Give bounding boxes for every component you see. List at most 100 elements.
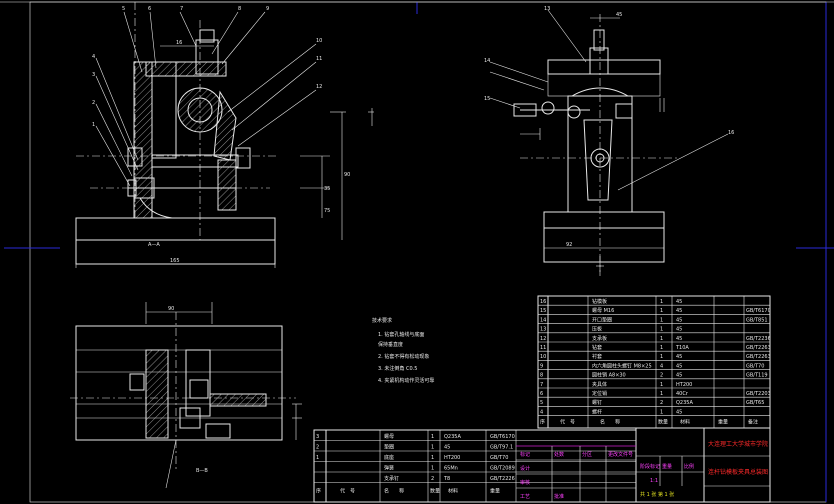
parts-row-qty: 2	[660, 373, 663, 379]
parts-row-name: 螺杆	[592, 408, 602, 415]
parts-row-name: 螺钉	[592, 399, 602, 406]
parts-row-qty: 1	[660, 345, 663, 351]
title-sheet: 共 1 张 第 1 张	[640, 491, 674, 498]
parts-row-std: GB/T2263	[746, 345, 771, 351]
parts-row-mat: 45	[676, 409, 682, 415]
tech-requirements: 技术要求 1. 钻套孔轴线与底面 保持垂直度 2. 钻套不得有松动现象 3. 未…	[372, 317, 434, 384]
parts-row-no: 14	[540, 317, 546, 323]
lower-row-mat: 65Mn	[444, 466, 458, 472]
parts-row-mat: 45	[676, 299, 682, 305]
parts-row-qty: 1	[660, 409, 663, 415]
parts-row-no: 13	[540, 327, 546, 333]
parts-row-name: 支承板	[592, 335, 607, 342]
parts-row-name: 压板	[592, 326, 602, 333]
parts-row-name: 衬套	[592, 353, 602, 360]
tech-req-item: 4. 夹紧机构动作灵活可靠	[378, 377, 434, 384]
parts-row-no: 8	[540, 373, 543, 379]
parts-row-mat: 45	[676, 373, 682, 379]
dim-plan-width: 90	[168, 306, 174, 312]
parts-row-mat: 45	[676, 354, 682, 360]
leader-label: 11	[316, 56, 322, 62]
leader-label: 4	[92, 54, 95, 60]
tech-req-title: 技术要求	[372, 317, 392, 324]
front-leaders	[95, 11, 317, 187]
lower-header-mat: 材料	[448, 488, 458, 495]
tb-role: 批准	[554, 493, 564, 500]
leader-label: 10	[316, 38, 322, 44]
parts-row-name: 内六角圆柱头螺钉 M8×25	[592, 362, 652, 369]
parts-header-name: 名 称	[600, 419, 620, 426]
lower-row-qty: 1	[431, 455, 434, 461]
lower-row-std: GB/T6170	[490, 434, 515, 440]
tech-req-item: 保持垂直度	[378, 341, 403, 348]
lower-header-qty: 数量	[430, 488, 440, 495]
lower-row-qty: 1	[431, 434, 434, 440]
tb-field: 分区	[582, 451, 592, 458]
parts-row-qty: 1	[660, 382, 663, 388]
front-leader-labels: 5 6 7 8 9 4 3 2 1 10 11 12	[92, 6, 322, 128]
parts-row-mat: Q235A	[676, 400, 693, 406]
dim-front-width: 165	[170, 258, 180, 264]
parts-row-no: 16	[540, 299, 546, 305]
parts-row-std: GB/T2236	[746, 336, 771, 342]
title-school: 大连理工大学城市学院	[708, 440, 768, 448]
lower-row-no: 1	[316, 455, 319, 461]
parts-row-std: GB/T851	[746, 317, 768, 323]
tech-req-item: 2. 钻套不得有松动现象	[378, 353, 429, 360]
parts-header-qty: 数量	[658, 419, 668, 426]
title-block: 大连理工大学城市学院 连杆钻模板夹具总装图 1:1 共 1 张 第 1 张 阶段…	[516, 427, 771, 503]
lower-row-std: GB/T97.1	[490, 445, 513, 451]
lower-row-mat: 45	[444, 445, 450, 451]
parts-row-mat: 45	[676, 317, 682, 323]
title-drawing: 连杆钻模板夹具总装图	[708, 468, 768, 476]
parts-row-no: 4	[540, 409, 543, 415]
leader-label: 14	[484, 58, 490, 64]
lower-row-std: GB/T70	[490, 455, 508, 461]
lower-row-name: 弹簧	[384, 465, 394, 472]
parts-row-mat: 45	[676, 327, 682, 333]
dim-front-height: 90	[344, 172, 350, 178]
dim-side-top: 45	[616, 12, 622, 18]
lower-row-name: 底座	[384, 454, 394, 461]
lower-row-qty: 1	[431, 445, 434, 451]
parts-row-qty: 1	[660, 391, 663, 397]
tech-req-item: 1. 钻套孔轴线与底面	[378, 331, 424, 338]
parts-row-std: GB/T2263	[746, 354, 771, 360]
lower-row-name: 螺母	[384, 433, 394, 440]
dim-front-sub1: 35	[324, 186, 330, 192]
parts-row-no: 15	[540, 308, 546, 314]
parts-row-mat: 45	[676, 308, 682, 314]
parts-row-std: GB/T2203	[746, 391, 771, 397]
parts-row-no: 5	[540, 400, 543, 406]
title-stage: 阶段标记	[640, 463, 660, 470]
parts-row-std: GB/T65	[746, 400, 764, 406]
parts-row-no: 12	[540, 336, 546, 342]
parts-row-mat: 45	[676, 363, 682, 369]
front-dimensions: 165 90 35 75 16 A—A	[75, 40, 374, 268]
leader-label: 9	[266, 6, 269, 12]
lower-row-no: 3	[316, 434, 319, 440]
parts-row-std: GB/T70	[746, 363, 764, 369]
parts-row-name: 钻模板	[592, 298, 607, 305]
leader-label: 12	[316, 84, 322, 90]
lower-row-name: 垫圈	[384, 444, 394, 451]
dim-front-sub2: 75	[324, 208, 330, 214]
parts-header-weight: 重量	[718, 419, 728, 426]
parts-row-name: 开口垫圈	[592, 316, 612, 323]
parts-row-qty: 1	[660, 327, 663, 333]
lower-header-no: 序	[316, 488, 321, 495]
dim-front-top: 16	[176, 40, 182, 46]
tb-field: 更改文件号	[608, 451, 633, 458]
lower-row-mat: T8	[443, 476, 450, 482]
leader-label: 5	[122, 6, 125, 12]
parts-row-qty: 1	[660, 336, 663, 342]
title-scale: 1:1	[650, 478, 658, 484]
side-view	[513, 14, 680, 272]
parts-row-mat: T10A	[675, 345, 689, 351]
parts-row-name: 定位销	[592, 390, 607, 397]
parts-row-name: 圆柱销 A8×30	[592, 372, 626, 379]
parts-row-std: GB/T6170	[746, 308, 771, 314]
plan-view: 90 B—B	[70, 302, 302, 489]
leader-label: 13	[544, 6, 550, 12]
